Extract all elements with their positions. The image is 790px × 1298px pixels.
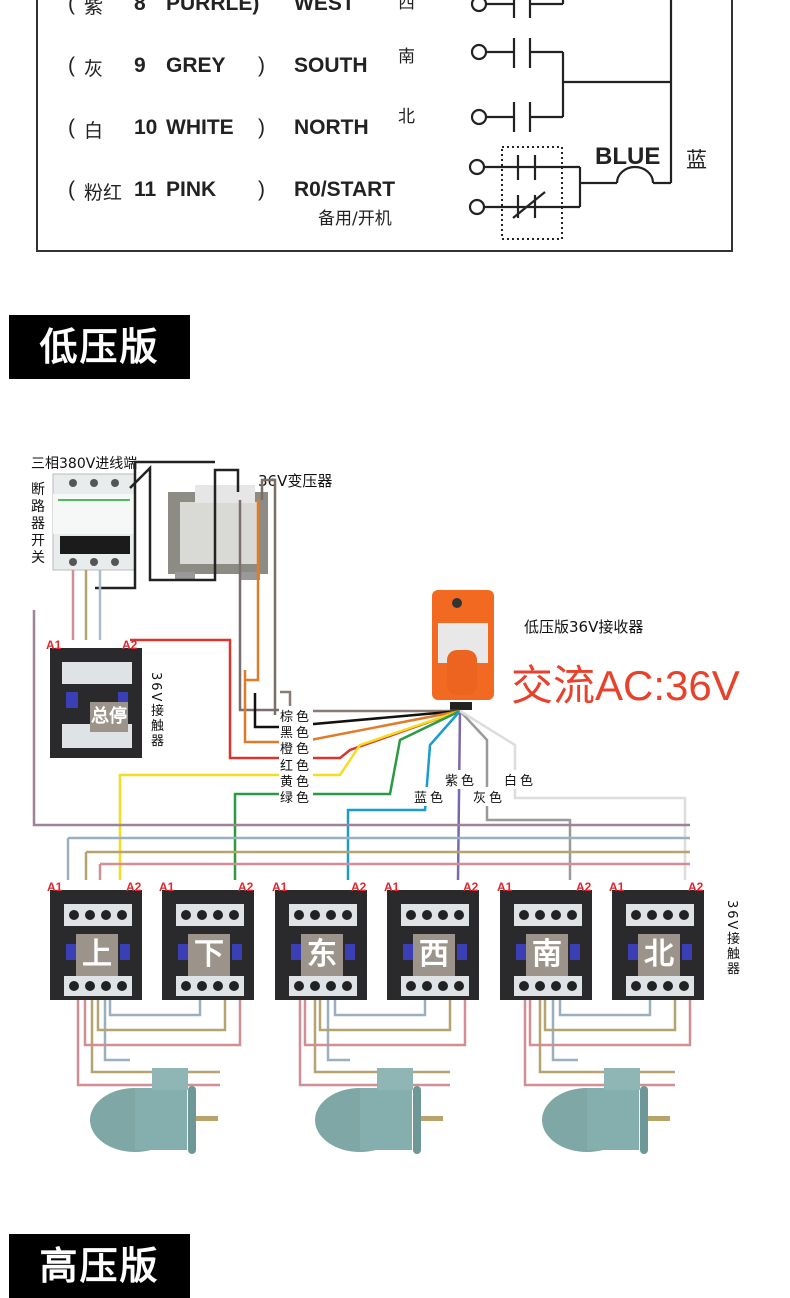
wire-label-white: 白色 [503,770,538,789]
section-header-high-voltage: 高压版 [9,1234,190,1298]
contactor: A1 A2 东 [272,880,367,1000]
contactor-tag: 东 [301,934,343,976]
main-contactor-label: 36V接触器 [148,672,163,749]
terminal-a1-label: A1 [609,880,625,894]
contactor-tag: 南 [526,934,568,976]
terminal-a1-label: A1 [272,880,288,894]
terminal-a2-label: A2 [463,880,479,894]
terminal-a2-label: A2 [688,880,704,894]
terminal-a2-label: A2 [122,638,138,652]
terminal-a2-label: A2 [238,880,254,894]
terminal-a1-label: A1 [497,880,513,894]
motor-icon [315,1068,443,1154]
circuit-breaker-icon [52,473,136,571]
terminal-a1-label: A1 [46,638,62,652]
terminal-a2-label: A2 [351,880,367,894]
contactor-row-label: 36V接触器 [724,900,739,977]
contactor: A1 A2 北 [609,880,704,1000]
switch-schematic [468,0,673,240]
contactor: A1 A2 西 [384,880,479,1000]
wire-label-blue: 蓝色 [413,787,448,806]
terminal-icon [470,0,488,13]
wire-label-grey: 灰色 [472,787,507,806]
transformer-label: 36V变压器 [258,472,333,490]
terminal-a1-label: A1 [384,880,400,894]
terminal-icon [470,108,488,126]
wire-label-purple: 紫色 [444,770,479,789]
wire-label-red: 红色 [279,755,314,774]
wire-label-green: 绿色 [279,787,314,806]
breaker-title: 三相380V进线端 [31,456,138,472]
contactor-tag: 上 [76,934,118,976]
wire-label-brown: 棕色 [279,706,314,725]
direction-cn-label: 南 [398,47,415,67]
contactor-tag: 北 [638,934,680,976]
start-sub-label: 备用/开机 [318,209,392,229]
receiver-label: 低压版36V接收器 [524,618,644,636]
main-contactor-tag: 总停 [90,702,128,732]
receiver-icon [432,590,494,710]
start-switch-box [501,146,563,240]
terminal-icon [470,43,488,61]
contactor-icon [275,890,367,1000]
wire-label-black: 黑色 [279,722,314,741]
wire-label-yellow: 黄色 [279,771,314,790]
wiring-diagram [32,460,692,1154]
section-header-low-voltage: 低压版 [9,315,190,379]
direction-cn-label: 北 [398,107,415,127]
ac-voltage-label: 交流AC:36V [511,662,740,709]
main-contactor-icon [50,648,142,758]
common-wire-label-cn: 蓝 [686,148,707,172]
motor-icon [90,1068,218,1154]
transformer-icon [168,485,268,580]
direction-cn-label: 西 [398,0,415,13]
contactor: A1 A2 南 [497,880,592,1000]
wiring-table-frame [36,0,733,252]
motor-icon [542,1068,670,1154]
contactor: A1 A2 下 [159,880,254,1000]
terminal-a2-label: A2 [576,880,592,894]
contactor-tag: 下 [188,934,230,976]
wire-label-orange: 橙色 [279,738,314,757]
terminal-a2-label: A2 [126,880,142,894]
terminal-a1-label: A1 [47,880,63,894]
contactor-tag: 西 [413,934,455,976]
contactor: A1 A2 上 [47,880,142,1000]
terminal-a1-label: A1 [159,880,175,894]
common-wire-label: BLUE [595,143,661,170]
